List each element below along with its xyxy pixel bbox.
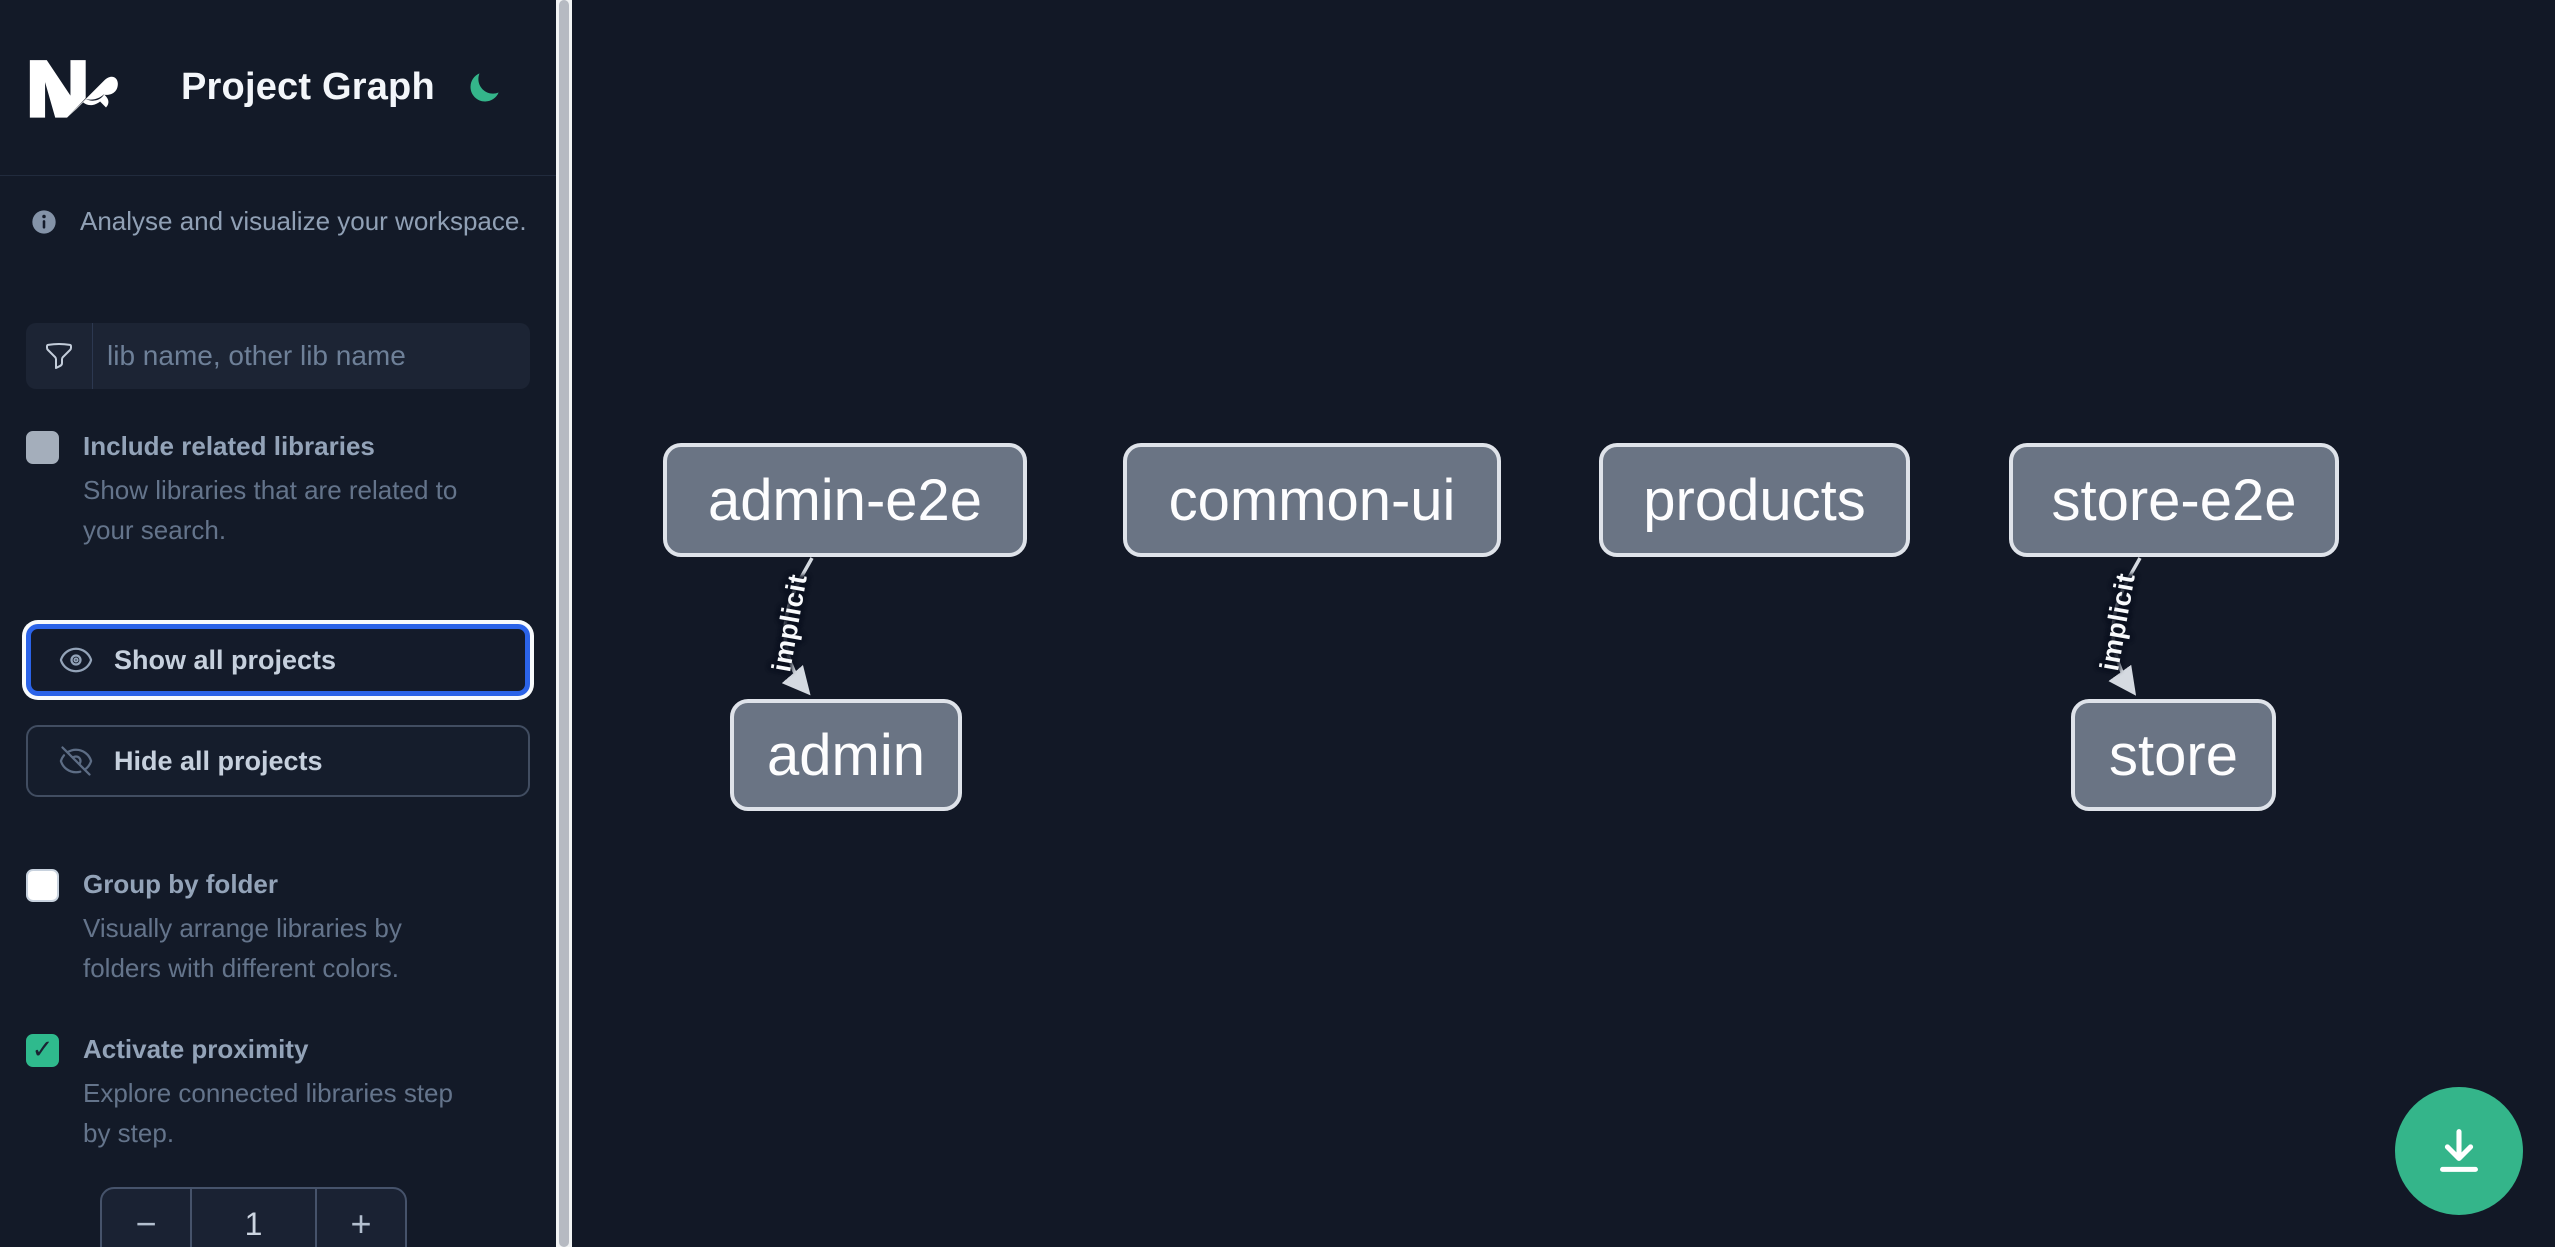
node-products[interactable]: products xyxy=(1599,443,1910,557)
option-description: Visually arrange libraries by folders wi… xyxy=(83,913,402,983)
option-activate-proximity: ✓ Activate proximity Explore connected l… xyxy=(26,1032,530,1153)
moon-icon xyxy=(470,72,499,101)
search-input[interactable] xyxy=(93,323,530,389)
button-label: Show all projects xyxy=(114,644,337,675)
hide-all-projects-button[interactable]: Hide all projects xyxy=(26,725,530,797)
graph-edges xyxy=(781,557,2142,696)
edge-store-e2e-store xyxy=(2108,557,2142,696)
activate-proximity-checkbox[interactable]: ✓ xyxy=(26,1034,59,1067)
edge-admin-e2e-admin xyxy=(781,557,814,696)
proximity-increment-button[interactable]: + xyxy=(315,1189,405,1247)
node-store[interactable]: store xyxy=(2071,699,2276,811)
download-icon xyxy=(2440,1129,2478,1172)
eye-icon xyxy=(59,647,93,673)
proximity-depth-value: 1 xyxy=(190,1189,315,1247)
node-admin[interactable]: admin xyxy=(730,699,962,811)
show-all-projects-button[interactable]: Show all projects xyxy=(26,624,530,696)
option-description: Show libraries that are related to your … xyxy=(83,475,458,545)
include-related-libraries-checkbox[interactable]: ✓ xyxy=(26,431,59,464)
option-description: Explore connected libraries step by step… xyxy=(83,1078,453,1148)
option-include-related-libraries: ✓ Include related libraries Show librari… xyxy=(26,429,530,550)
sidebar-scrollbar[interactable] xyxy=(556,0,572,1247)
download-graph-button[interactable] xyxy=(2395,1087,2523,1215)
sidebar: Project Graph Analyse and visualize your… xyxy=(0,0,556,1247)
scrollbar-thumb[interactable] xyxy=(559,0,569,1247)
option-label: Group by folder xyxy=(83,869,278,899)
option-group-by-folder: ✓ Group by folder Visually arrange libra… xyxy=(26,867,530,988)
option-label: Activate proximity xyxy=(83,1034,309,1064)
group-by-folder-checkbox[interactable]: ✓ xyxy=(26,869,59,902)
node-store-e2e[interactable]: store-e2e xyxy=(2009,443,2339,557)
button-label: Hide all projects xyxy=(114,745,323,776)
proximity-depth-stepper: − 1 + xyxy=(100,1187,407,1247)
search-bar xyxy=(26,323,530,389)
filter-funnel-icon xyxy=(26,323,93,389)
workspace-info: Analyse and visualize your workspace. xyxy=(30,206,530,237)
workspace-info-text: Analyse and visualize your workspace. xyxy=(80,206,527,236)
nx-logo xyxy=(29,59,118,118)
graph-canvas[interactable]: implicit implicit admin-e2e common-ui pr… xyxy=(572,0,2555,1247)
node-admin-e2e[interactable]: admin-e2e xyxy=(663,443,1027,557)
theme-toggle-button[interactable] xyxy=(464,68,504,108)
node-common-ui[interactable]: common-ui xyxy=(1123,443,1501,557)
check-icon: ✓ xyxy=(31,1034,54,1064)
eye-off-icon xyxy=(59,746,93,776)
info-icon xyxy=(32,209,56,234)
app-header: Project Graph xyxy=(0,0,556,176)
option-label: Include related libraries xyxy=(83,431,375,461)
page-title: Project Graph xyxy=(181,66,435,108)
proximity-decrement-button[interactable]: − xyxy=(102,1189,190,1247)
